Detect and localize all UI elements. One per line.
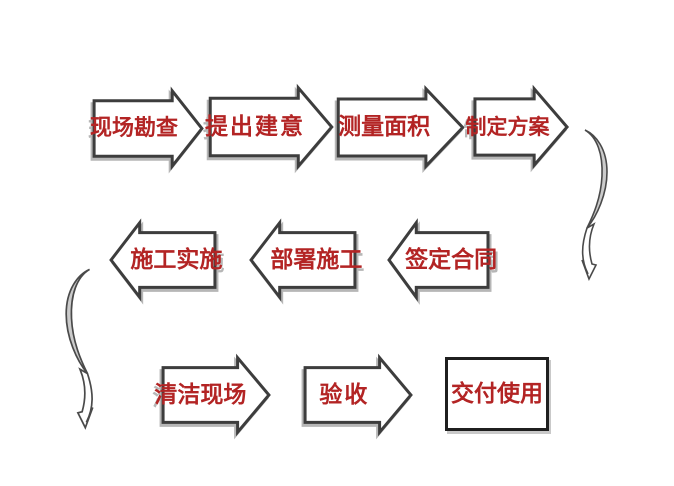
step-label: 提出建意	[205, 113, 306, 140]
step-label: 测量面积	[338, 114, 431, 140]
step-area-measurement: 测量面积	[337, 88, 464, 167]
step-label: 部署施工	[270, 246, 363, 273]
step-delivery: 交付使用	[445, 357, 549, 431]
right-arrow-icon	[162, 357, 270, 433]
left-arrow-icon	[250, 222, 356, 298]
curved-arrow-icon	[65, 268, 94, 430]
curved-down-arrow-left	[63, 264, 97, 432]
step-site-cleanup: 清洁现场	[154, 357, 270, 433]
step-construction-implementation: 施工实施	[110, 222, 223, 298]
step-label: 签定合同	[405, 246, 498, 273]
step-label: 清洁现场	[154, 381, 247, 408]
curved-arrow-icon	[581, 129, 608, 282]
right-arrow-icon	[474, 88, 568, 166]
curved-down-arrow-right	[578, 128, 610, 282]
step-proposal: 提出建意	[205, 87, 333, 167]
step-plan-formulation: 制定方案	[465, 88, 568, 166]
step-label: 施工实施	[130, 246, 223, 273]
step-label: 交付使用	[451, 380, 543, 407]
right-arrow-icon	[209, 87, 333, 167]
step-site-survey: 现场勘查	[90, 90, 203, 167]
step-label: 制定方案	[465, 114, 550, 139]
step-contract-signing: 签定合同	[388, 222, 498, 298]
right-arrow-icon	[304, 357, 412, 433]
step-acceptance: 验收	[304, 357, 412, 433]
left-arrow-icon	[110, 222, 216, 298]
step-label: 验收	[319, 381, 370, 408]
step-construction-deployment: 部署施工	[250, 222, 363, 298]
right-arrow-icon	[337, 88, 464, 167]
step-label: 现场勘查	[90, 115, 179, 141]
left-arrow-icon	[388, 222, 489, 298]
right-arrow-icon	[93, 90, 203, 167]
